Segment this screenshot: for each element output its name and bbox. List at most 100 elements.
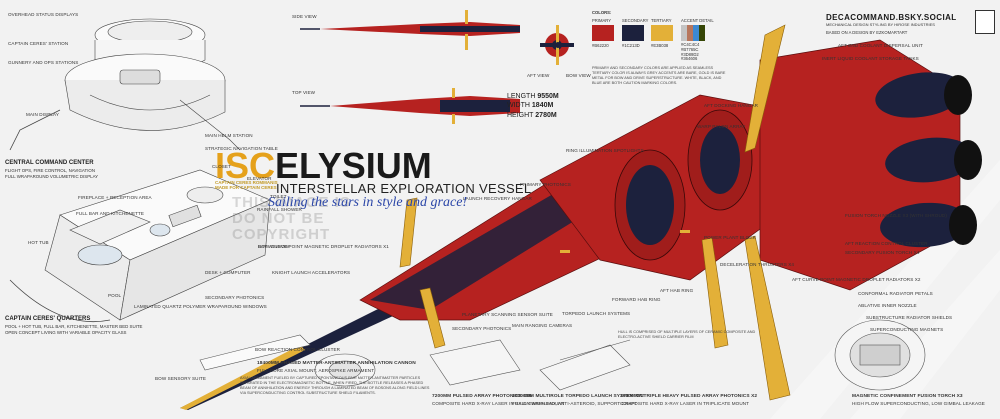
ship-callout: DECELERATION THRUSTERS x4 bbox=[720, 262, 795, 267]
hull-note: HULL IS COMPRISED OF MULTIPLE LAYERS OF … bbox=[618, 330, 756, 339]
watermark-line: DO NOT BE bbox=[232, 209, 325, 227]
ship-callout: SECONDARY FUSION TORCH x4 bbox=[845, 250, 920, 255]
ship-callout: SUBSTRUCTURE RADIATOR SHIELDS bbox=[866, 315, 953, 320]
side-view-ship bbox=[300, 10, 520, 50]
tertiary-code: #E3B038 bbox=[651, 43, 669, 48]
nozzle-opening bbox=[949, 205, 977, 245]
cannon-note: AXIAL ARMAMENT FUELED BY CAPTURED SPONTA… bbox=[240, 376, 430, 395]
radiator-blade bbox=[419, 287, 446, 349]
detail-torpedo bbox=[429, 339, 521, 386]
radiator-blade bbox=[744, 24, 786, 153]
weapon-desc: COMPOSITE HARD X-RAY LASER IN TRIPLICATE… bbox=[620, 401, 750, 406]
secondary-swatch bbox=[622, 25, 644, 41]
quarters-label: HOT TUB bbox=[28, 240, 49, 245]
bridge-cutaway bbox=[9, 18, 241, 151]
title-name: ELYSIUM bbox=[275, 145, 432, 186]
top-view-label: TOP VIEW bbox=[292, 90, 316, 95]
length-row: LENGTH 9550M bbox=[507, 92, 559, 101]
fusion-torch-nozzle bbox=[875, 72, 965, 118]
ship-callout: KNIGHT LAUNCH ACCELERATORS bbox=[272, 270, 351, 275]
ship-callout: PRIMARY PHOTONICS bbox=[520, 182, 571, 187]
ship-callout: AFT CURVE POINT MAGNETIC DROPLET RADIATO… bbox=[792, 277, 921, 282]
radiator-blade bbox=[744, 235, 791, 401]
ship-callout: MAIN RANGING CAMERAS bbox=[512, 323, 573, 328]
bridge-label: GUNNERY AND OPS STATIONS bbox=[8, 60, 79, 65]
quarters-label: TOILET bbox=[270, 194, 287, 199]
quarters-label: BAY WINDOW bbox=[258, 244, 290, 249]
ship-callout: INERT LIQUID COOLANT STORAGE TANKS bbox=[822, 56, 919, 61]
captain-line: CAPTAIN CERES ROMMANIS bbox=[215, 180, 278, 185]
ship-subtitle: INTERSTELLAR EXPLORATION VESSEL bbox=[276, 181, 532, 196]
colors-heading: COLORS: bbox=[592, 10, 612, 15]
nozzle-opening bbox=[944, 75, 972, 115]
radiator-blade bbox=[399, 197, 418, 268]
primary-swatch bbox=[592, 25, 614, 41]
ship-callout: SECONDARY PHOTONICS bbox=[205, 295, 265, 300]
bridge-label: CAPTAIN CERES' STATION bbox=[8, 41, 69, 46]
quarters-desc: OPEN CONCEPT LIVING WITH VARIABLE OPACIT… bbox=[5, 330, 127, 335]
ship-callout: AFT DOCKING HANGAR bbox=[704, 103, 759, 108]
aft-view-label: AFT VIEW bbox=[527, 73, 550, 78]
weapon-title: 18400mm PHASED MATTER-ANTIMATTER ANNIHIL… bbox=[257, 361, 416, 366]
watermark-line: COPYRIGHT bbox=[232, 225, 331, 243]
top-view-ship bbox=[300, 88, 520, 124]
accent-codes: #C4C4C4 #B7765C #3D89D2 #364606 bbox=[681, 42, 700, 62]
detail-triple-photonics bbox=[539, 339, 631, 391]
title-prefix: ISC bbox=[215, 145, 276, 186]
forward-hull-band bbox=[370, 190, 600, 310]
aft-hab-ring-core bbox=[700, 126, 740, 194]
ship-tagline: Sailing the stars in style and grace! bbox=[268, 195, 468, 210]
primary-label: PRIMARY bbox=[592, 18, 612, 23]
ship-callout: FORWARD HAB RING bbox=[612, 297, 661, 302]
colors-note: PRIMARY AND SECONDARY COLORS ARE APPLIED… bbox=[592, 66, 726, 85]
quarters-label: POOL bbox=[108, 293, 122, 298]
ship-callout: CONFORMAL RADIATOR PETALS bbox=[858, 291, 933, 296]
weapon-desc: FULL BORE AXIAL MOUNT, AEROSPIKE ARMAMEN… bbox=[257, 368, 375, 373]
weapon-desc: COMPOSITE HARD X-RAY LASER IN BALL GIMBA… bbox=[432, 401, 565, 406]
ship-callout: BOW SENSORY SUITE bbox=[155, 376, 207, 381]
quarters-label: RAINFALL SHOWER bbox=[257, 207, 302, 212]
ship-callout: FUSION TORCH NOZZLE x3 (WITH SHROUD) bbox=[845, 213, 947, 218]
bridge-label: MAIN HELM STATION bbox=[205, 133, 253, 138]
captain-line: MADE FOR CAPTAIN CERES bbox=[215, 185, 277, 191]
quarters-label: DESK + COMPUTER bbox=[205, 270, 251, 275]
weapon-title: MAGNETIC CONFINEMENT FUSION TORCH x3 bbox=[852, 394, 963, 399]
radiator-blade bbox=[701, 237, 729, 349]
tertiary-label: TERTIARY bbox=[651, 18, 672, 23]
fusion-torch-nozzle bbox=[885, 137, 975, 183]
watermark: THIS IMAGE IS DO NOT BE COPYRIGHT bbox=[232, 195, 351, 242]
weapon-title: 10000mm MULTIROLE TORPEDO LAUNCH SYSTEM … bbox=[512, 394, 645, 399]
ship-title: ISCELYSIUM bbox=[215, 148, 432, 184]
accent-label: ACCENT DETAIL bbox=[681, 18, 714, 23]
height-row: HEIGHT 2780M bbox=[507, 111, 559, 120]
height-value: 2780M bbox=[535, 111, 557, 119]
width-label: WIDTH bbox=[507, 102, 530, 110]
length-value: 9550M bbox=[537, 93, 559, 100]
brand-handle: DECACOMMAND.BSKY.SOCIAL bbox=[826, 13, 957, 22]
ship-callout: AFT END COOLANT DISPERSAL UNIT bbox=[838, 43, 923, 48]
ship-callout: TORPEDO LAUNCH SYSTEMS bbox=[562, 311, 631, 316]
accent-code: #C4C4C4 bbox=[681, 42, 700, 47]
ship-callout: BOW CURVE POINT MAGNETIC DROPLET RADIATO… bbox=[258, 244, 389, 249]
nozzle-opening bbox=[954, 140, 982, 180]
primary-code: #B62220 bbox=[592, 43, 609, 48]
secondary-code: #1C213D bbox=[622, 43, 640, 48]
ship-callout: AFT HAB RING bbox=[660, 288, 694, 293]
bow-spike-tip bbox=[180, 345, 305, 410]
width-row: WIDTH 1840M bbox=[507, 101, 559, 110]
ship-callout: POWER PLANT BLOCK bbox=[704, 235, 756, 240]
quarters-label: LAMINATED QUARTZ POLYMER WRAPAROUND WIND… bbox=[134, 304, 267, 309]
bridge-label: STRATEGIC NAVIGATION TABLE bbox=[205, 146, 278, 151]
captain-credit: CAPTAIN CERES ROMMANIS MADE FOR CAPTAIN … bbox=[215, 180, 278, 190]
brand-line: MECHANICAL DESIGN STYLING BY HIROSE INDU… bbox=[826, 22, 935, 27]
accent-swatch bbox=[699, 25, 705, 41]
accent-code: #3D89D2 bbox=[681, 51, 699, 57]
height-label: HEIGHT bbox=[507, 111, 534, 119]
quarters-label: CLOSET bbox=[212, 164, 231, 169]
ship-callout: SECONDARY PHOTONICS bbox=[452, 326, 512, 331]
main-ship bbox=[180, 24, 982, 410]
ship-callout: SUPERCONDUCTING MAGNETS bbox=[870, 327, 944, 332]
accent-code: #B7765C bbox=[681, 46, 699, 52]
width-value: 1840M bbox=[531, 102, 554, 110]
